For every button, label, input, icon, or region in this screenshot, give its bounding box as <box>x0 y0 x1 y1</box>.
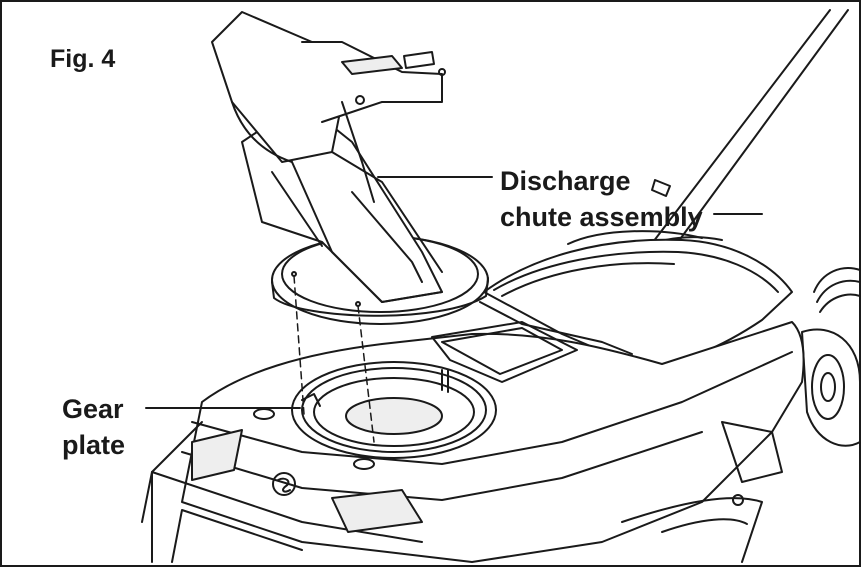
figure-label: Fig. 4 <box>50 45 116 73</box>
discharge-chute-callout-line1: Discharge <box>500 166 631 196</box>
mounting-pad <box>431 321 578 383</box>
gear-plate-callout-line2: plate <box>62 430 126 460</box>
gear-plate-callout: Gear plate <box>62 391 125 463</box>
alignment-guides <box>293 275 375 443</box>
discharge-chute <box>211 11 446 303</box>
gear-plate <box>291 361 497 459</box>
gear-plate-callout-line1: Gear <box>62 394 124 424</box>
discharge-chute-callout-line2: chute assembly <box>500 202 703 232</box>
engine-cover <box>479 238 793 369</box>
housing-recesses <box>191 408 423 533</box>
wheel-assembly <box>801 267 861 447</box>
discharge-chute-callout: Discharge chute assembly <box>500 163 703 235</box>
